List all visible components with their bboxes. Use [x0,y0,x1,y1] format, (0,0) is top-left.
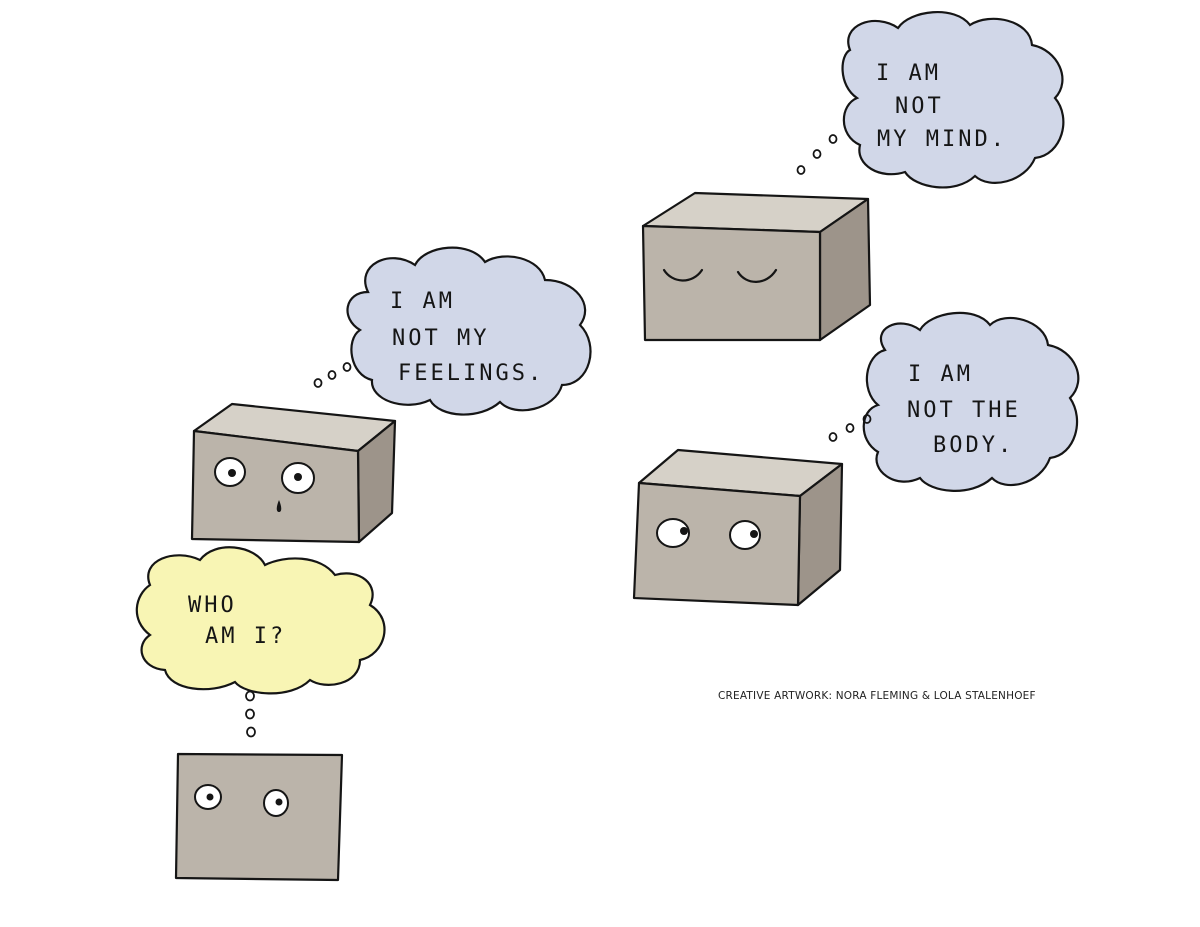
thought-cloud-blue [346,246,592,416]
glancing-eyes-icon [656,518,761,550]
thought-dots [828,414,872,442]
panel-not-my-mind: I AM NOT MY MIND. [641,11,1065,342]
thought-dots [245,690,256,738]
surprised-face-icon [214,457,315,512]
box-flat [174,752,344,882]
box-3d [641,191,872,342]
thought-dots [313,362,352,388]
thought-text: WHO AM I? [188,593,286,649]
thought-dots [796,134,838,175]
closed-eyes-icon [662,268,778,283]
thought-cloud-blue [841,11,1065,189]
thought-text: I AM NOT MY FEELINGS. [390,289,544,386]
artwork-credit: CREATIVE ARTWORK: NORA FLEMING & LOLA ST… [718,690,1036,702]
panel-not-the-body: I AM NOT THE BODY. [632,311,1080,607]
panel-who-am-i: WHO AM I? [135,546,386,882]
wide-eyes-icon [194,784,289,817]
thought-text: I AM NOT THE BODY. [907,362,1037,458]
thought-cloud-blue [862,311,1080,492]
thought-cloud-yellow [135,546,386,695]
thought-text: I AM NOT MY MIND. [876,61,1007,152]
panel-not-my-feelings: I AM NOT MY FEELINGS. [190,246,592,544]
box-3d [632,448,844,607]
